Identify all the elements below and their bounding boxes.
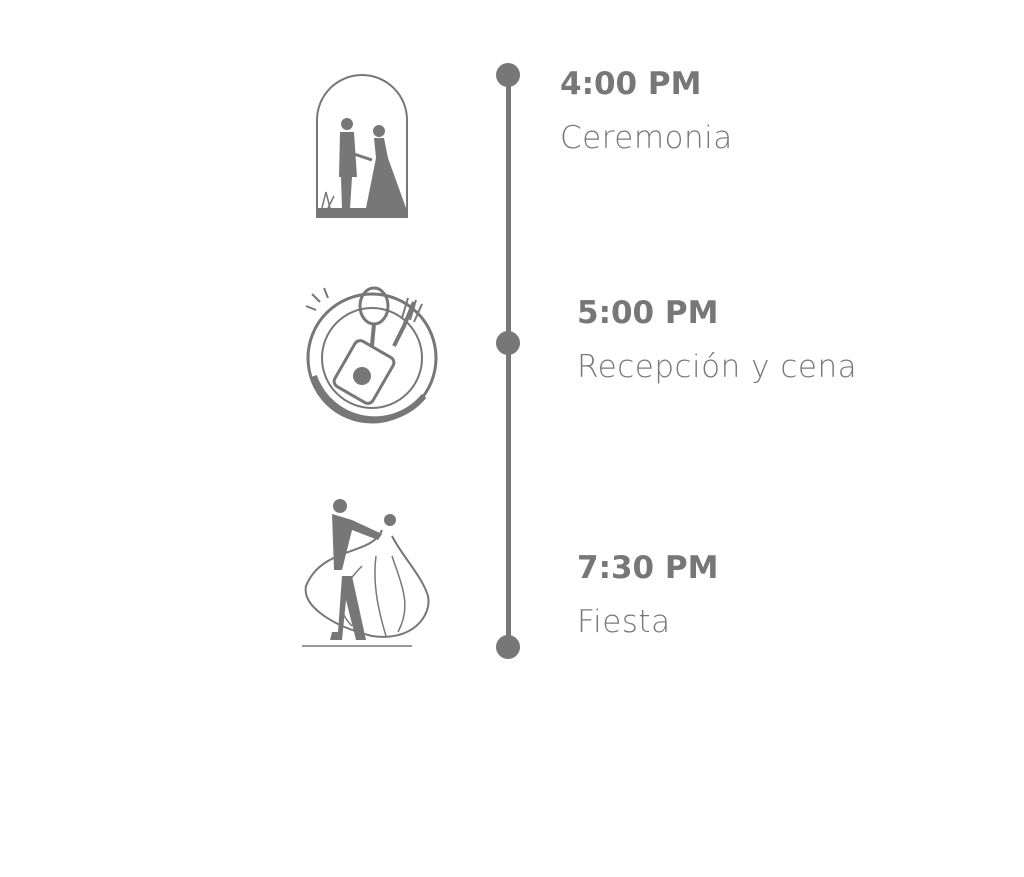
couple-arch-icon (316, 74, 408, 218)
event-label: Recepción y cena (577, 349, 858, 385)
timeline-dot (496, 331, 520, 355)
plate-cutlery-icon (305, 286, 438, 424)
event-time: 7:30 PM (577, 550, 719, 586)
timeline-dot (496, 635, 520, 659)
dancing-couple-icon (302, 499, 430, 647)
timeline-dot (496, 63, 520, 87)
event-label: Ceremonia (560, 120, 733, 156)
timeline-line (506, 75, 511, 647)
event-label: Fiesta (577, 604, 671, 640)
event-time: 5:00 PM (577, 295, 719, 331)
event-time: 4:00 PM (560, 66, 702, 102)
